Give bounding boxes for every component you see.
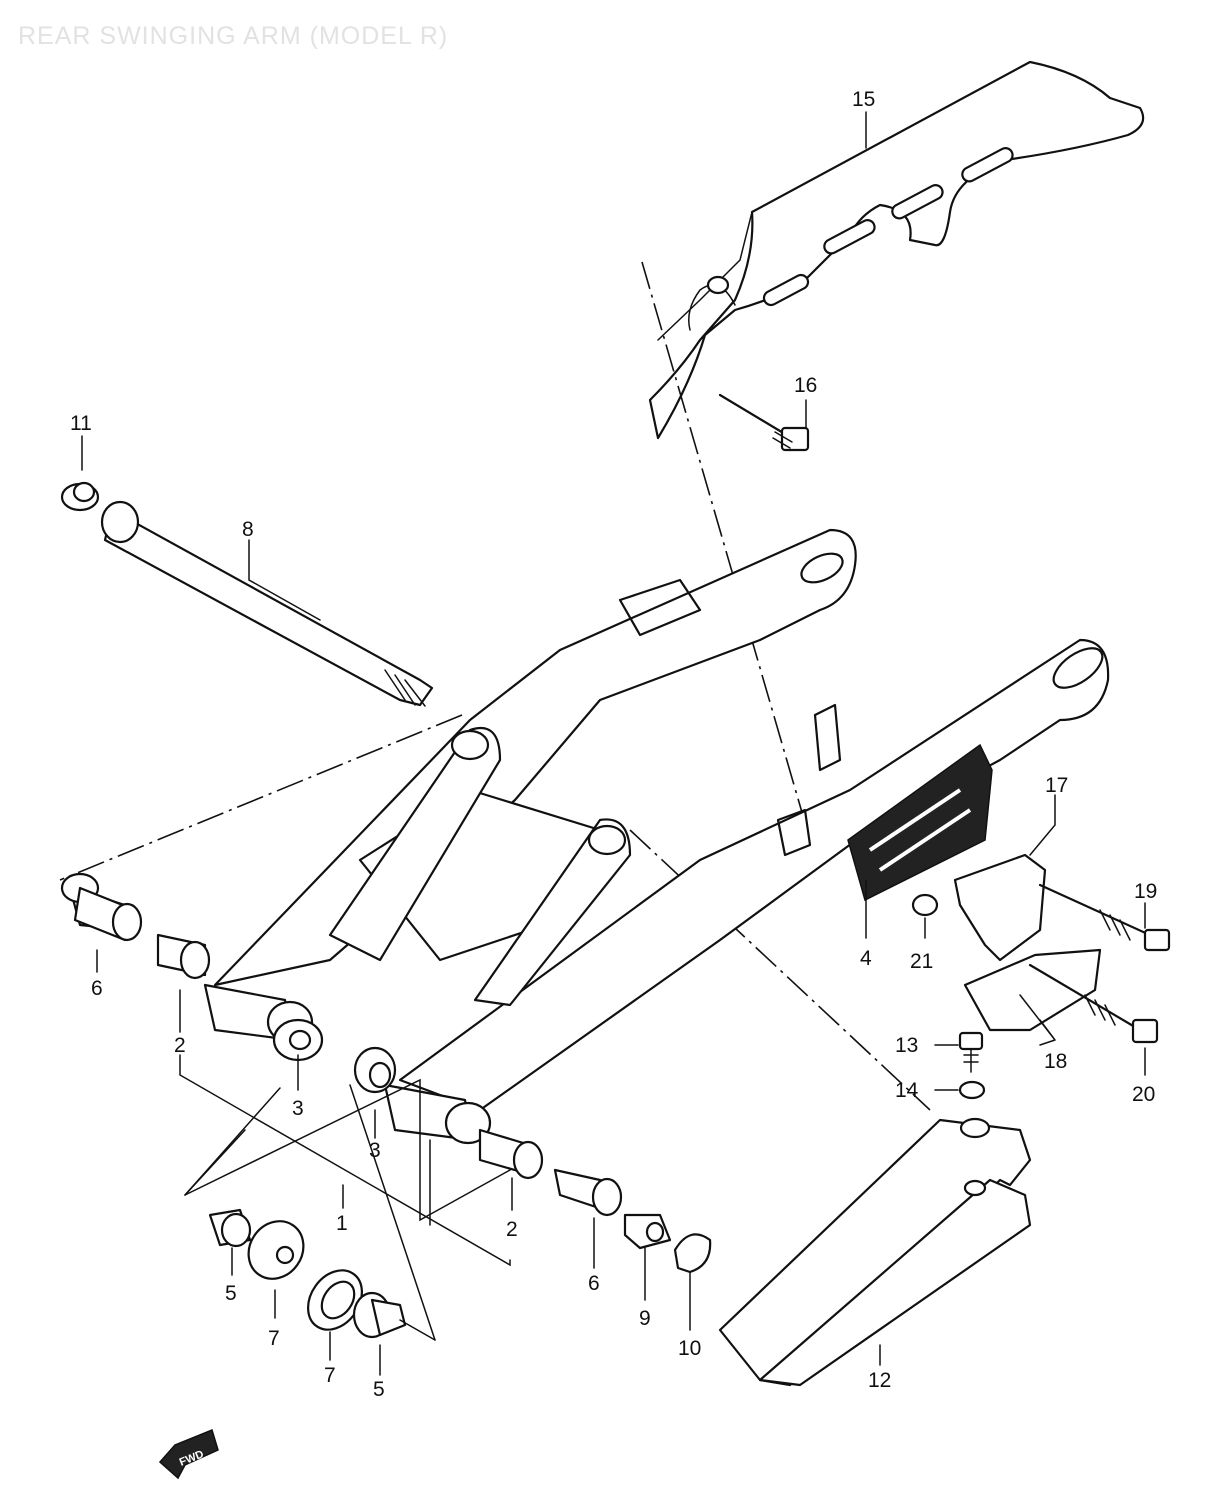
callout-3-left: 3 — [292, 1097, 304, 1120]
bearings-group — [60, 872, 712, 1341]
swingarm-part — [203, 528, 1110, 1145]
chain-guide-group — [911, 853, 1171, 1100]
callout-17: 17 — [1045, 774, 1068, 797]
callout-6-left: 6 — [91, 977, 103, 1000]
callout-8: 8 — [242, 518, 254, 541]
callout-9: 9 — [639, 1307, 651, 1330]
diagram-title: REAR SWINGING ARM (MODEL R) — [18, 22, 449, 50]
callout-18: 18 — [1044, 1050, 1067, 1073]
callout-3-right: 3 — [369, 1139, 381, 1162]
callout-16: 16 — [794, 374, 817, 397]
callout-7-left: 7 — [268, 1327, 280, 1350]
pivot-shaft-part — [60, 481, 434, 707]
forward-arrow-badge: FWD — [158, 1428, 219, 1480]
callout-2-left: 2 — [174, 1034, 186, 1057]
leader-lines — [81, 111, 1146, 1376]
callout-1: 1 — [336, 1212, 348, 1235]
callout-5-left: 5 — [225, 1282, 237, 1305]
callout-6-right: 6 — [588, 1272, 600, 1295]
bolt-16-part — [718, 393, 810, 452]
chain-case-part — [648, 60, 1145, 440]
callout-10: 10 — [678, 1337, 701, 1360]
callout-11: 11 — [70, 412, 92, 435]
callout-21: 21 — [910, 950, 933, 973]
callout-4: 4 — [860, 947, 872, 970]
callout-19: 19 — [1134, 880, 1157, 903]
callout-13: 13 — [895, 1034, 918, 1057]
callout-12: 12 — [868, 1369, 891, 1392]
callout-7-bottom: 7 — [324, 1364, 336, 1387]
callout-labels: 15 16 11 8 17 19 4 21 6 2 13 18 14 20 3 … — [70, 88, 1157, 1401]
callout-15: 15 — [852, 88, 875, 111]
callout-5-bottom: 5 — [373, 1378, 385, 1401]
callout-2-right: 2 — [506, 1218, 518, 1241]
callout-14: 14 — [895, 1079, 919, 1102]
chain-buffer-part — [718, 1117, 1032, 1387]
callout-20: 20 — [1132, 1083, 1155, 1106]
